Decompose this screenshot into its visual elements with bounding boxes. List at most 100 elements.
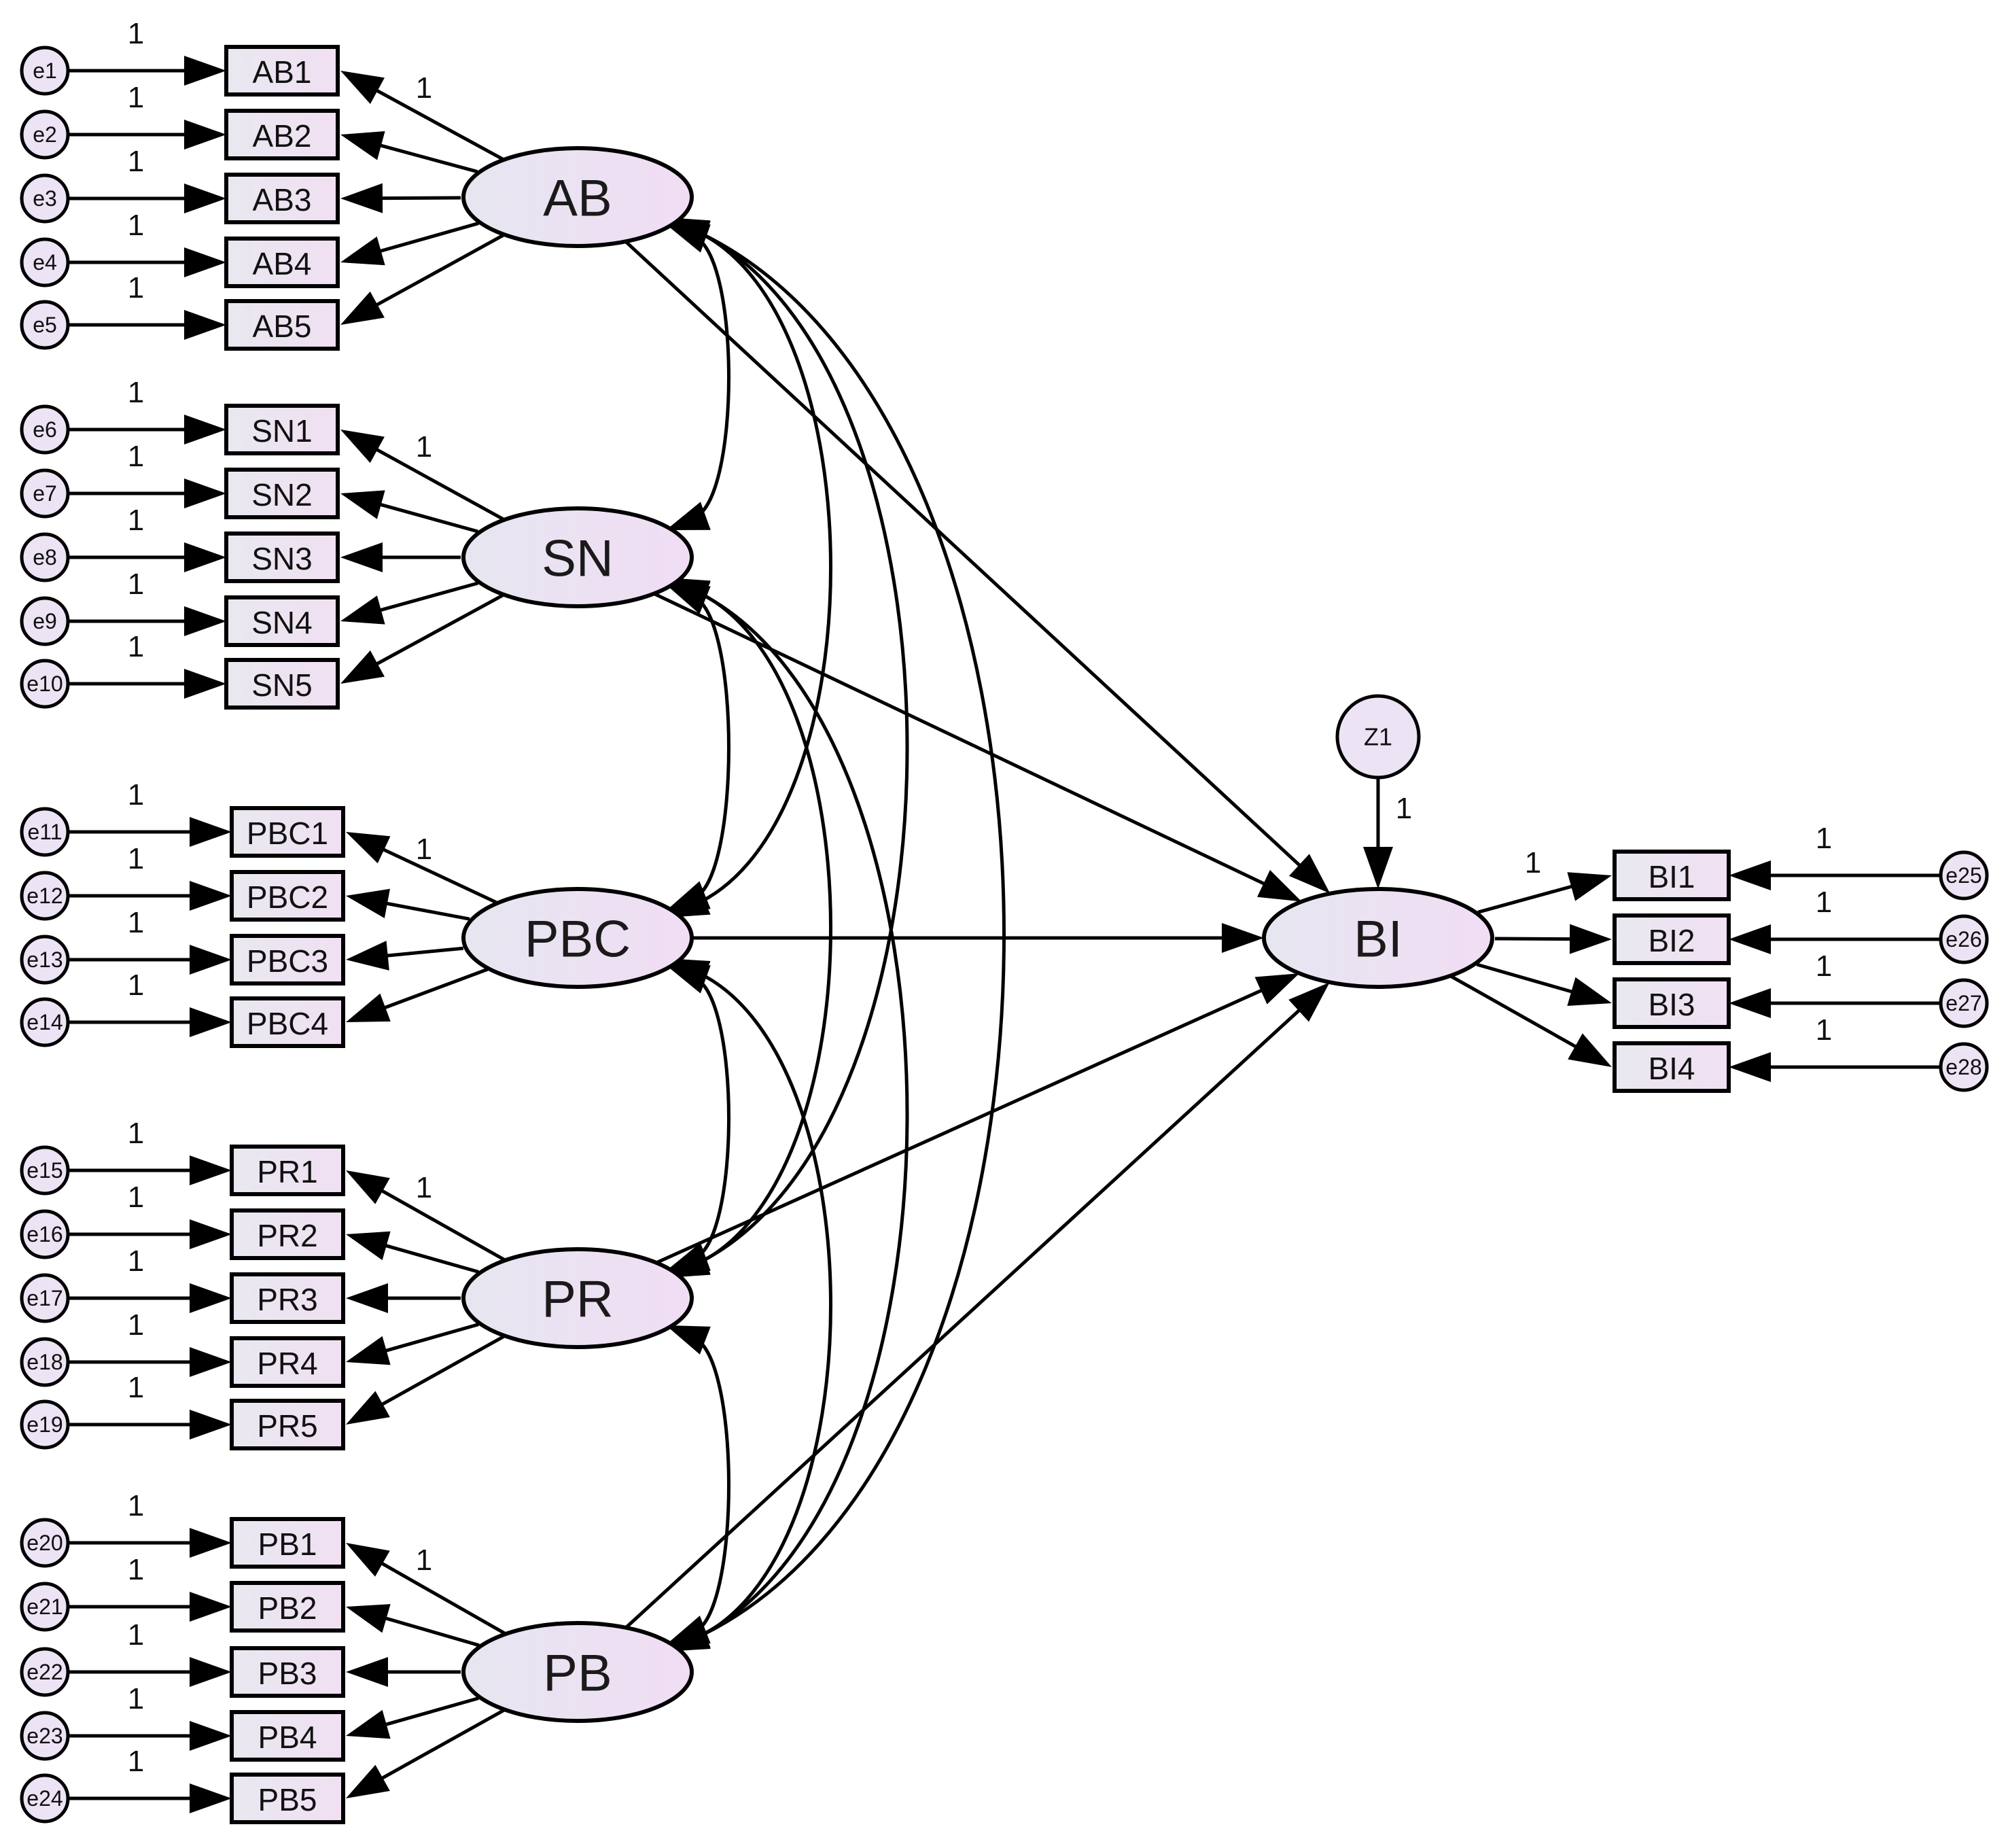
indicator-BI2: BI2: [1613, 913, 1731, 965]
loading-PB-PB2: [346, 1604, 480, 1647]
error-label: e1: [33, 58, 57, 83]
indicator-label: SN4: [251, 605, 312, 640]
loading-PR-PR1: [346, 1170, 506, 1261]
loading-BI-BI4: [1450, 975, 1612, 1067]
error-term-e3: e3: [20, 173, 70, 224]
error-path-label: 1: [128, 969, 144, 1002]
error-path-e12-head: [190, 881, 232, 911]
error-label: e26: [1945, 927, 1981, 952]
indicator-label: AB2: [253, 118, 312, 154]
error-circle: [20, 659, 70, 709]
loading-AB-AB2-line: [366, 140, 478, 174]
fixed-loading-label: 1: [416, 1544, 432, 1577]
error-path-e4-head: [184, 247, 226, 277]
error-path-e2: [68, 120, 226, 150]
latent-ellipse: [461, 887, 694, 989]
loading-PR-PR4-line: [371, 1323, 479, 1357]
indicator-label: PBC3: [247, 943, 328, 979]
error-path-e7-head: [184, 478, 226, 508]
indicator-box: [230, 806, 345, 858]
indicator-label: SN5: [251, 667, 312, 703]
latent-label: PR: [542, 1271, 614, 1329]
indicator-label: SN3: [251, 541, 312, 576]
covariance-head-end: [666, 881, 711, 911]
loading-PBC-PBC4: [346, 967, 489, 1022]
loading-PR-PR2-line: [371, 1240, 479, 1274]
latent-BI: BI: [1262, 887, 1494, 989]
path-PB-to-BI: [624, 982, 1330, 1629]
error-term-e19: e19: [20, 1399, 70, 1450]
loading-PB-PB4-line: [371, 1696, 479, 1730]
error-path-e4: [68, 247, 226, 277]
latent-PR: PR: [461, 1247, 694, 1349]
loading-AB-AB3-head: [340, 183, 383, 213]
indicator-label: PBC1: [247, 816, 328, 851]
covariance-head-start: [666, 217, 711, 249]
error-label: e3: [33, 186, 57, 211]
loading-SN-SN2: [340, 490, 478, 534]
error-path-label: 1: [128, 271, 144, 304]
covariance-head-start: [666, 578, 711, 610]
error-circle: [1939, 1042, 1989, 1092]
indicator-PB3: PB3: [230, 1646, 345, 1698]
error-path-e16-head: [190, 1219, 232, 1249]
error-path-e17: [68, 1283, 232, 1313]
loading-PB-PB4: [346, 1696, 479, 1739]
indicator-label: PB4: [258, 1720, 317, 1755]
loading-PB-PB4-head: [346, 1709, 391, 1739]
latent-ellipse: [461, 506, 694, 608]
loading-AB-AB3: [340, 183, 461, 213]
loading-PR-PR3: [346, 1283, 461, 1313]
error-path-e27-head: [1729, 988, 1771, 1018]
indicator-box: [230, 1710, 345, 1762]
error-term-e14: e14: [20, 997, 70, 1047]
loading-SN-SN4: [340, 581, 478, 625]
error-path-e20-head: [190, 1528, 232, 1558]
indicator-box: [224, 173, 340, 224]
indicator-box: [224, 658, 340, 710]
error-path-label: 1: [128, 1553, 144, 1586]
indicator-label: BI4: [1648, 1051, 1695, 1086]
error-label: e10: [27, 672, 63, 696]
loading-SN-SN3: [340, 542, 461, 572]
indicator-label: BI1: [1648, 859, 1695, 894]
loading-BI-BI2: [1494, 924, 1612, 954]
disturbance-path: [1363, 778, 1393, 889]
error-label: e5: [33, 313, 57, 337]
error-path-e21-head: [190, 1592, 232, 1622]
error-circle: [20, 468, 70, 519]
error-term-e8: e8: [20, 532, 70, 582]
loading-PBC-PBC3-head: [346, 941, 389, 971]
covariance-head-end: [666, 1616, 711, 1645]
indicator-PR2: PR2: [230, 1208, 345, 1260]
indicator-label: PB1: [258, 1527, 317, 1562]
error-term-e12: e12: [20, 871, 70, 921]
indicator-box: [230, 1208, 345, 1260]
error-path-e18-head: [190, 1347, 232, 1377]
indicator-box: [224, 109, 340, 160]
fixed-loading-label: 1: [1525, 846, 1541, 879]
covariance-curve: [692, 595, 730, 901]
error-label: e18: [27, 1350, 63, 1374]
error-path-e25-head: [1729, 860, 1771, 890]
latent-ellipse: [1262, 887, 1494, 989]
error-path-e26: [1729, 924, 1941, 954]
indicator-PR3: PR3: [230, 1272, 345, 1324]
error-circle: [20, 532, 70, 582]
loading-PBC-PBC1: [346, 832, 497, 905]
path-PR-to-BI-line: [655, 983, 1275, 1265]
error-path-e10: [68, 669, 226, 699]
error-circle: [20, 997, 70, 1047]
error-path-e22: [68, 1657, 232, 1687]
error-term-e26: e26: [1939, 914, 1989, 964]
error-circle: [20, 1711, 70, 1761]
error-path-e6-head: [184, 415, 226, 444]
indicator-SN2: SN2: [224, 468, 340, 519]
error-path-e22-head: [190, 1657, 232, 1687]
error-path-label: 1: [128, 842, 144, 875]
error-path-label: 1: [128, 504, 144, 537]
error-circle: [20, 935, 70, 985]
loading-AB-AB4-head: [340, 236, 385, 266]
indicator-box: [230, 1646, 345, 1698]
